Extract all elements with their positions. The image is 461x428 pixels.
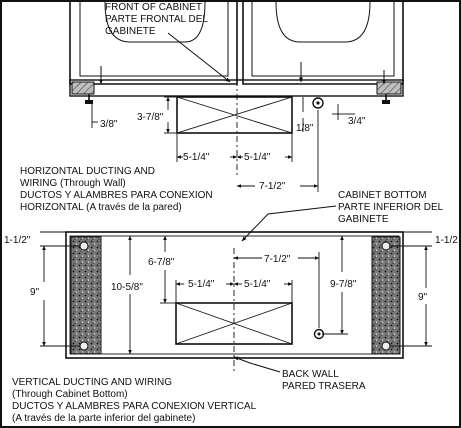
bottom-leveler-feet [79,241,391,351]
front-label-leader [167,32,231,83]
right-side-rail [371,236,401,355]
right-leveler-pad [376,81,402,95]
horizontal-caption-line4: HORIZONTAL (A través de la pared) [20,202,182,213]
left-door-inner [79,2,229,77]
dim-1-8: 1/8" [296,123,314,134]
dim-3-7-8: 3-7/8" [137,112,164,123]
front-label-es-1: PARTE FRONTAL DEL [105,14,208,25]
horizontal-caption-line2: WIRING (Through Wall) [20,178,126,189]
front-label-es-2: GABINETE [105,26,156,37]
cabinet-bottom-outline [65,231,404,359]
cabinet-base-rail [69,79,404,97]
dim-9-7-8: 9-7/8" [330,279,357,290]
horizontal-caption-line1: HORIZONTAL DUCTING AND [20,166,155,177]
bottom-view: CABINET BOTTOM PARTE INFERIOR DEL GABINE… [4,190,458,392]
dim-bottom-5-1-4-right: 5-1/4" [244,279,271,290]
dim-10-5-8: 10-5/8" [111,282,143,293]
right-door-inner [251,2,395,77]
back-wall-leader [233,356,281,373]
dim-9-right: 9" [418,292,428,303]
dim-top-5-1-4-right: 5-1/4" [244,152,271,163]
dim-top-7-1-2: 7-1/2" [259,181,286,192]
cabinet-bottom-label-en: CABINET BOTTOM [338,190,427,201]
right-door-outline [242,2,404,85]
left-leveler-pad [71,81,95,95]
dim-9-left: 9" [30,287,40,298]
dim-1-1-2-left: 1-1/2" [4,235,31,246]
right-door-arch [275,1,371,43]
dim-top-5-1-4-left: 5-1/4" [183,152,210,163]
back-wall-label-es: PARED TRASERA [282,381,366,392]
dim-1-1-2-right: 1-1/2 [435,235,458,246]
cabinet-bottom-inner [69,235,400,355]
top-view: FRONT OF CABINET PARTE FRONTAL DEL GABIN… [69,1,404,192]
left-door-arch [104,1,206,43]
horizontal-caption-line3: DUCTOS Y ALAMBRES PARA CONEXION [20,190,213,201]
dim-6-7-8: 6-7/8" [148,257,175,268]
dim-bottom-7-1-2: 7-1/2" [264,254,291,265]
cabinet-bottom-label-es-1: PARTE INFERIOR DEL [338,202,444,213]
top-wiring-hole [312,97,324,109]
horizontal-caption: HORIZONTAL DUCTING AND WIRING (Through W… [20,166,213,213]
vertical-caption-line4: (A través de la parte inferior del gabin… [12,413,195,424]
top-duct-opening [176,96,293,134]
bottom-duct-opening [175,302,293,345]
leveling-foot-left [85,94,93,104]
back-wall-label-en: BACK WALL [282,369,339,380]
front-label-en: FRONT OF CABINET [105,2,202,13]
vertical-caption: VERTICAL DUCTING AND WIRING (Through Cab… [12,377,257,424]
leveling-foot-right [382,94,390,104]
dim-bottom-5-1-4-left: 5-1/4" [188,279,215,290]
dim-3-4: 3/4" [348,116,366,127]
vertical-caption-line3: DUCTOS Y ALAMBRES PARA CONEXION VERTICAL [12,401,257,412]
dim-3-8: 3/8" [100,119,118,130]
cabinet-bottom-leader [241,205,337,242]
vertical-caption-line2: (Through Cabinet Bottom) [12,389,128,400]
cabinet-bottom-label-es-2: GABINETE [338,214,389,225]
left-door-outline [69,2,238,85]
vertical-caption-line1: VERTICAL DUCTING AND WIRING [12,377,172,388]
left-side-rail [70,236,102,355]
